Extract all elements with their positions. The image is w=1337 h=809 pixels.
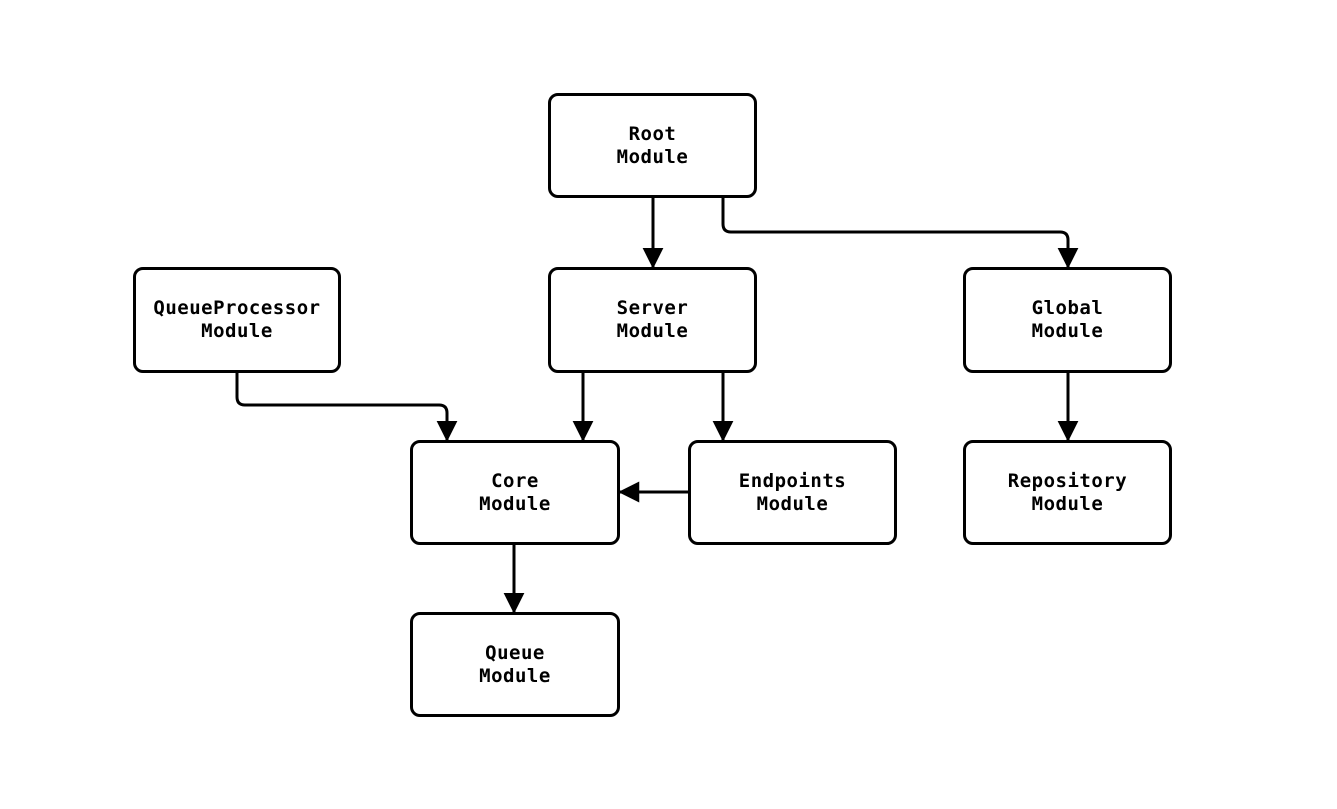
node-label-line: Module [616, 320, 689, 342]
node-label-line: Module [616, 145, 689, 168]
node-label-line: Module [1031, 320, 1104, 342]
node-label-line: Core [491, 469, 539, 492]
node-label-line: Module [201, 320, 273, 342]
node-label-line: Queue [485, 641, 545, 664]
node-label-line: Module [1031, 492, 1104, 515]
node-label-line: Module [756, 492, 829, 515]
node-label-line: Root [628, 122, 677, 145]
node-label-line: Module [479, 492, 551, 515]
node-label-line: Server [616, 297, 689, 319]
node-label-line: Endpoints [738, 469, 847, 492]
node-label-line: Repository [1007, 469, 1128, 492]
edge-group [235, 198, 1079, 614]
edge-queueprocessor-core [235, 373, 458, 442]
node-label-line: Module [479, 664, 551, 687]
node-label-line: QueueProcessor [153, 297, 321, 319]
node-label-line: Global [1031, 297, 1104, 319]
edge-root-global [721, 198, 1079, 269]
